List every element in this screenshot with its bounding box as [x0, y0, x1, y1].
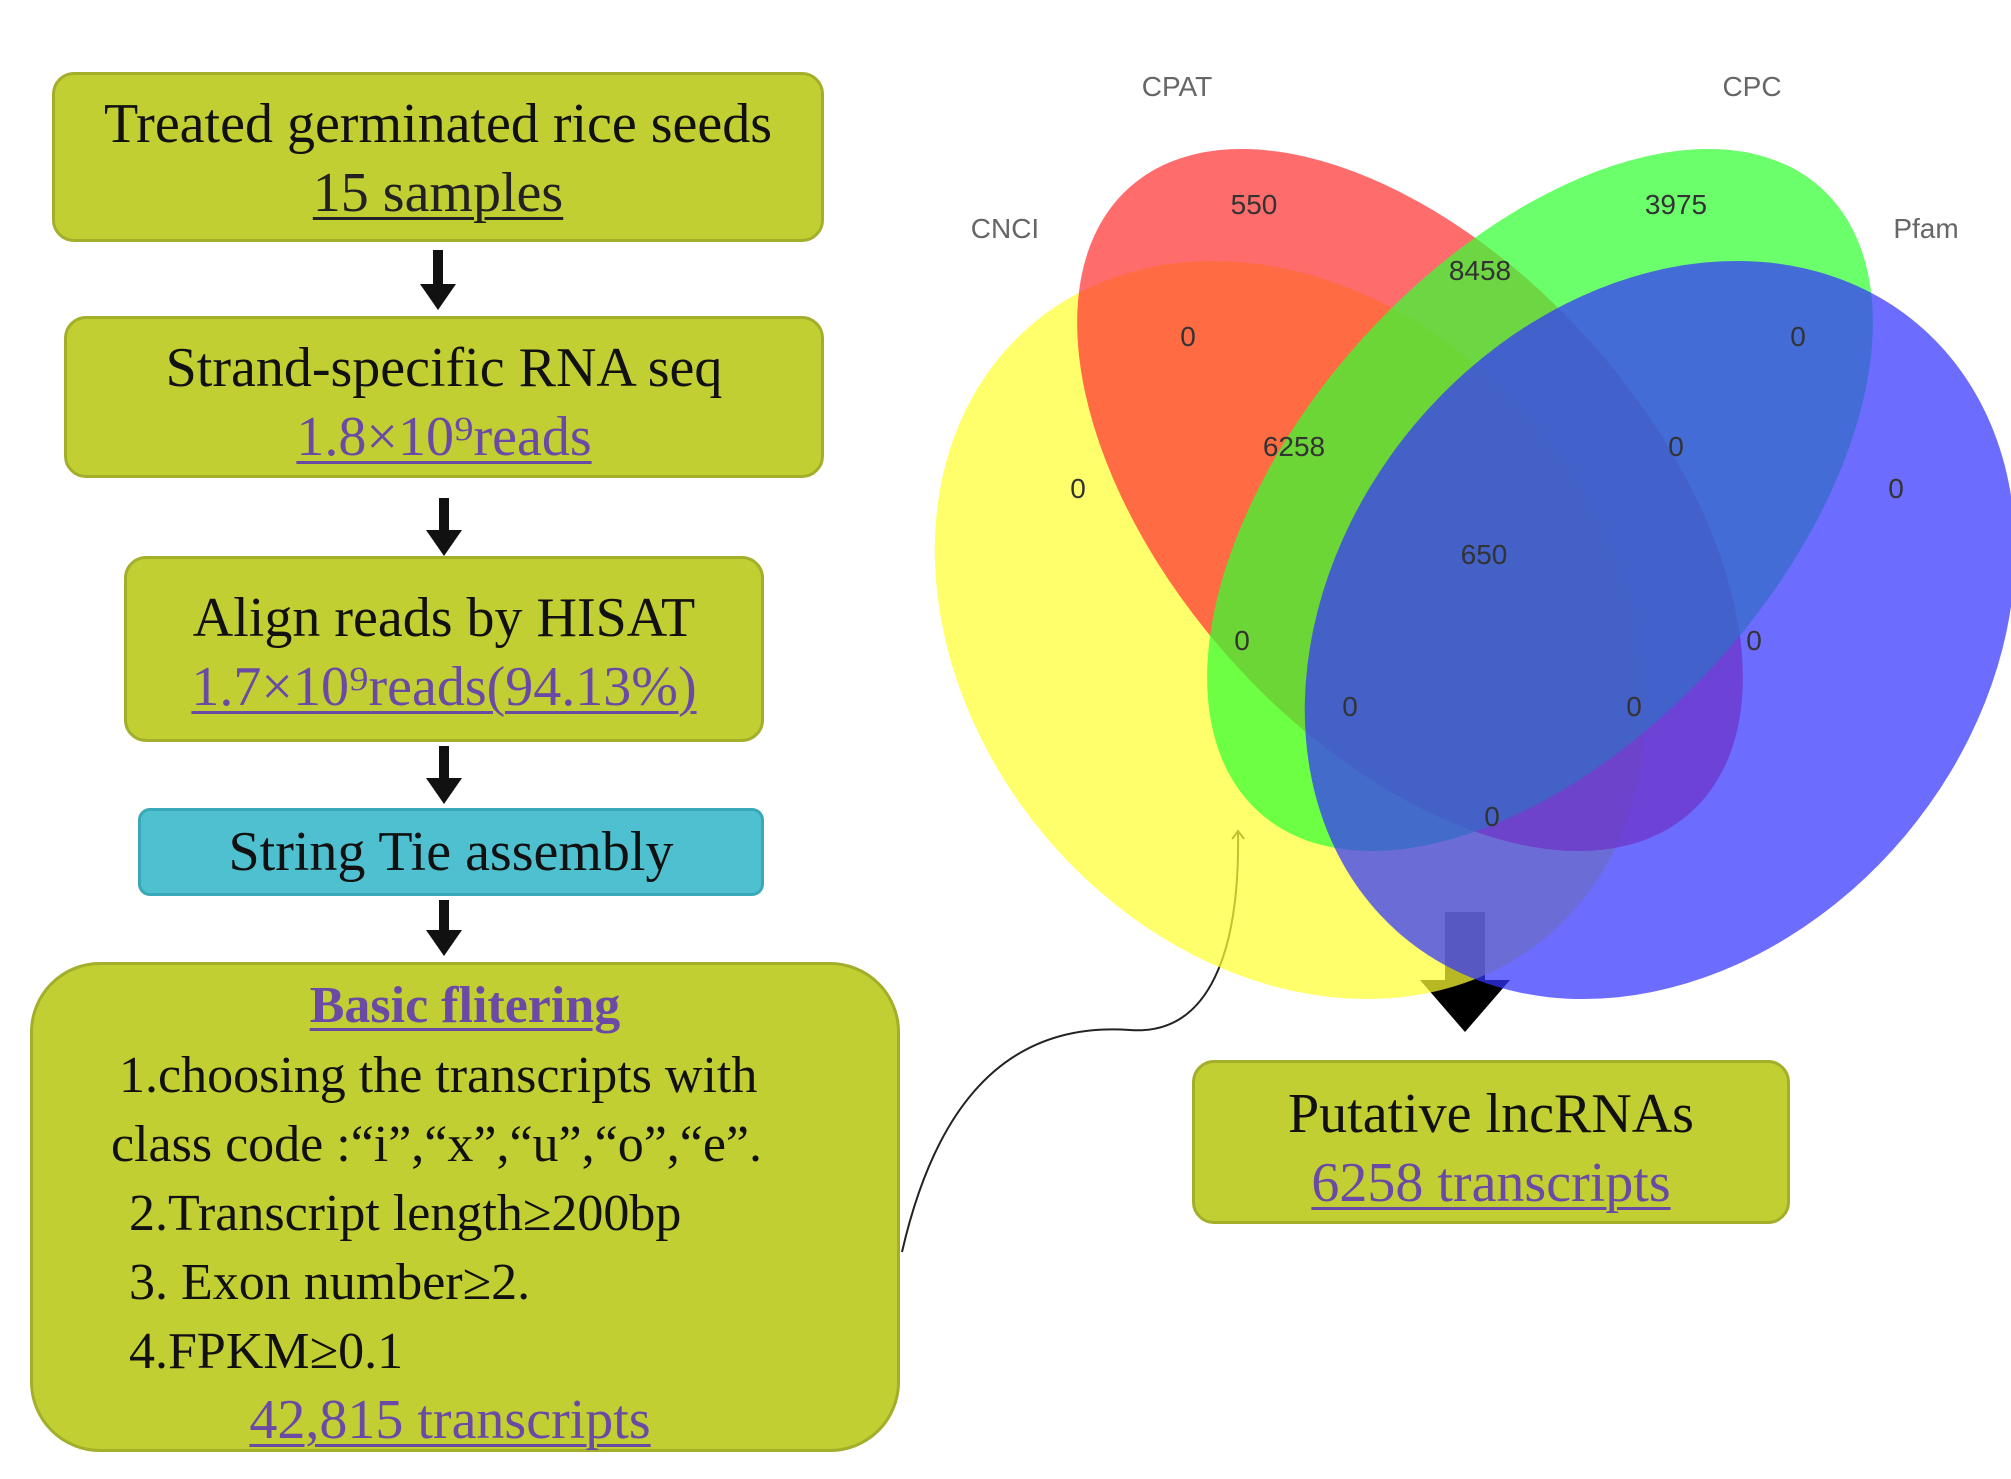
venn-count-cnci-cpat: 0: [1180, 321, 1196, 352]
venn-count-cpat-only: 550: [1231, 189, 1278, 220]
venn-count-cnci-only: 0: [1070, 473, 1086, 504]
venn-label-cnci: CNCI: [971, 213, 1039, 244]
result-stat: 6258 transcripts: [1311, 1152, 1671, 1214]
venn-label-cpc: CPC: [1722, 71, 1781, 102]
result-title: Putative lncRNAs: [1288, 1083, 1694, 1145]
step-assembly-title: String Tie assembly: [228, 821, 674, 883]
step-sample-box: Treated germinated rice seeds 15 samples: [52, 72, 824, 242]
criterion-item: 1.choosing the transcripts with: [119, 1047, 758, 1104]
flow-arrow: [426, 746, 462, 804]
filtering-heading: Basic flitering: [309, 977, 621, 1034]
venn-count-cnci-cpc-pfam: 0: [1342, 691, 1358, 722]
criterion-item: class code :“i”,“x”,“u”,“o”,“e”.: [111, 1116, 763, 1173]
flow-arrow: [426, 900, 462, 956]
venn-set-pfam: [1304, 260, 2011, 1000]
venn-label-cpat: CPAT: [1142, 71, 1213, 102]
step-rnaseq-box: Strand-specific RNA seq 1.8×10⁹reads: [64, 316, 824, 478]
criterion-item: 4.FPKM≥0.1: [129, 1323, 404, 1380]
step-rnaseq-stat: 1.8×10⁹reads: [296, 406, 592, 468]
venn-count-cpat-cpc-pfam: 0: [1668, 431, 1684, 462]
filtering-stat: 42,815 transcripts: [249, 1389, 651, 1451]
venn-label-pfam: Pfam: [1893, 213, 1958, 244]
flow-arrow: [420, 250, 456, 310]
step-assembly-box: String Tie assembly: [138, 808, 764, 896]
step-align-box: Align reads by HISAT 1.7×10⁹reads(94.13%…: [124, 556, 764, 742]
venn-count-all-four: 650: [1461, 539, 1508, 570]
venn-count-cnci-cpc: 0: [1234, 625, 1250, 656]
criterion-item: 3. Exon number≥2.: [129, 1254, 531, 1311]
criterion-item: 2.Transcript length≥200bp: [129, 1185, 682, 1242]
flow-arrow: [426, 498, 462, 556]
venn-count-cpc-pfam: 0: [1790, 321, 1806, 352]
venn-diagram: [934, 148, 2011, 1000]
step-rnaseq-title: Strand-specific RNA seq: [165, 337, 723, 399]
venn-count-cpat-cpc: 8458: [1449, 255, 1511, 286]
step-sample-stat: 15 samples: [312, 162, 564, 224]
filtering-criteria-list: 1.choosing the transcripts with class co…: [33, 1041, 897, 1386]
venn-count-cpc-only: 3975: [1645, 189, 1707, 220]
step-sample-title: Treated germinated rice seeds: [103, 93, 773, 155]
venn-count-cpat-pfam: 0: [1746, 625, 1762, 656]
venn-count-cnci-pfam: 0: [1484, 801, 1500, 832]
venn-count-cnci-cpat-pfam: 0: [1626, 691, 1642, 722]
venn-count-pfam-only: 0: [1888, 473, 1904, 504]
step-align-stat: 1.7×10⁹reads(94.13%): [191, 656, 697, 718]
result-box: Putative lncRNAs 6258 transcripts: [1192, 1060, 1790, 1224]
step-align-title: Align reads by HISAT: [192, 587, 696, 649]
venn-count-cnci-cpat-cpc: 6258: [1263, 431, 1325, 462]
step-filtering-box: Basic flitering 1.choosing the transcrip…: [30, 962, 900, 1452]
